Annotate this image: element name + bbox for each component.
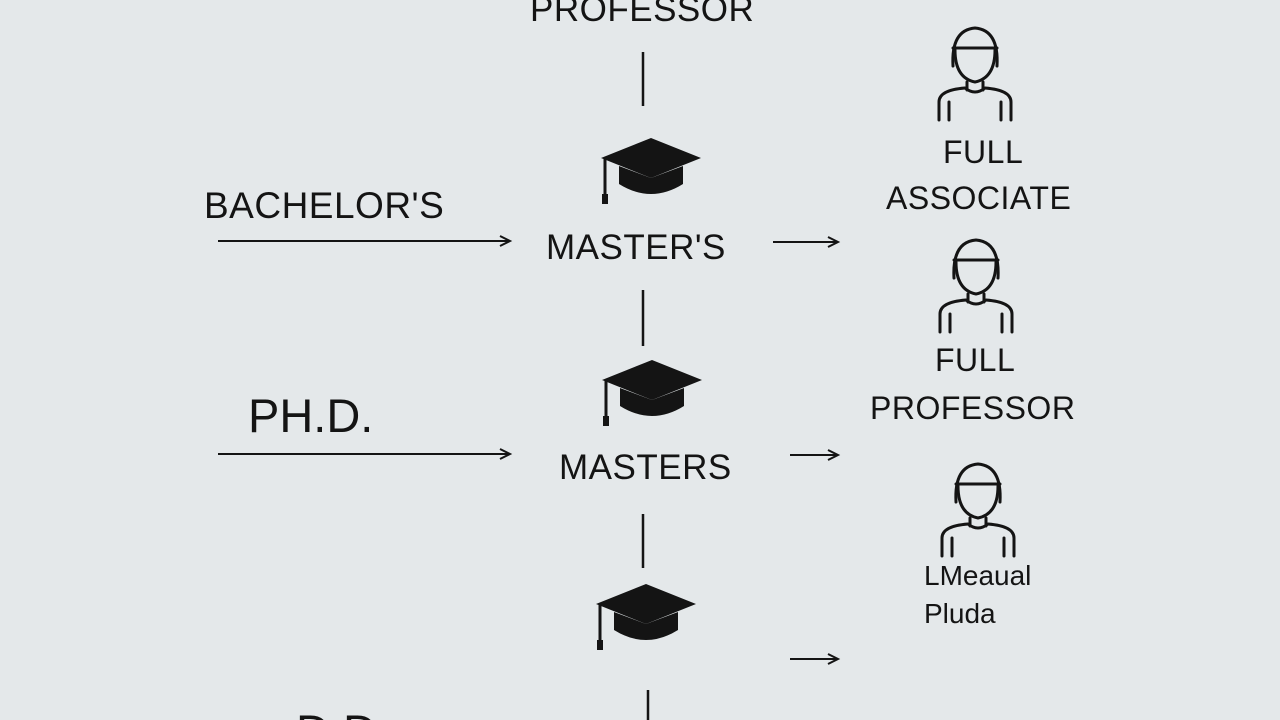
label-bachelors: BACHELOR'S bbox=[204, 185, 445, 226]
label-phd: PH.D. bbox=[248, 389, 374, 442]
professor-person-icon bbox=[938, 238, 1014, 334]
label-full-associate-line1: FULL bbox=[943, 134, 1024, 170]
professor-person-icon bbox=[937, 26, 1013, 122]
arrow-right-2 bbox=[790, 449, 841, 461]
label-bottom-partial: D D bbox=[296, 708, 377, 720]
label-garbled-line1: LMeaual bbox=[924, 560, 1032, 591]
graduation-cap-icon bbox=[594, 582, 698, 652]
label-masters-1: MASTER'S bbox=[546, 228, 726, 267]
arrow-right-1 bbox=[773, 236, 841, 248]
arrow-bachelors-to-masters bbox=[218, 235, 513, 247]
label-full-professor-line2: PROFESSOR bbox=[870, 390, 1076, 426]
label-full-professor-line1: FULL bbox=[935, 342, 1016, 378]
label-full-associate-line2: ASSOCIATE bbox=[886, 180, 1072, 216]
top-label-professor: PROFESSOR bbox=[530, 0, 755, 29]
professor-person-icon bbox=[940, 462, 1016, 558]
label-garbled-line2: Pluda bbox=[924, 598, 996, 629]
graduation-cap-icon bbox=[599, 136, 703, 206]
arrow-phd-to-masters bbox=[218, 448, 513, 460]
arrow-right-3 bbox=[790, 653, 841, 665]
label-masters-2: MASTERS bbox=[559, 448, 732, 487]
graduation-cap-icon bbox=[600, 358, 704, 428]
